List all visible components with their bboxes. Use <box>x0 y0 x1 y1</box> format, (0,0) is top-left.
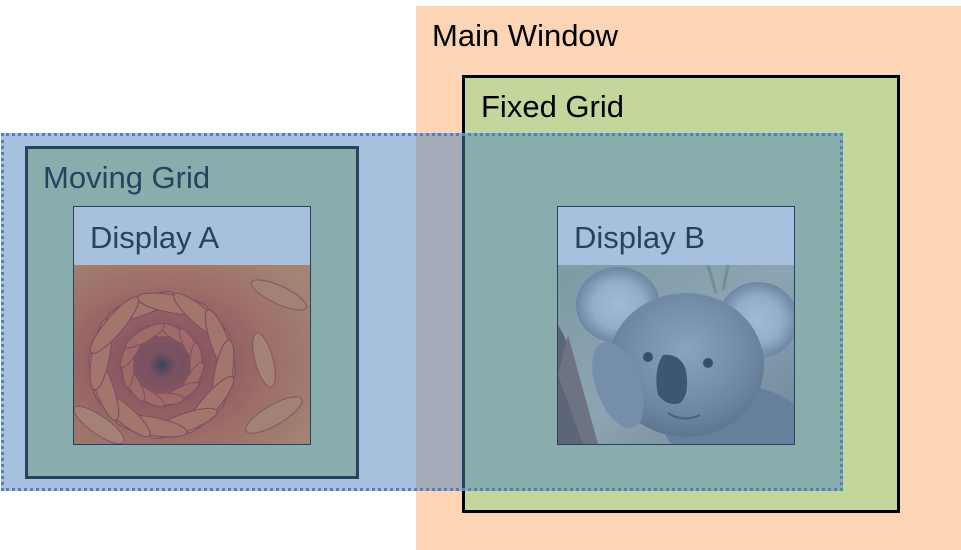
main-window-title: Main Window <box>432 18 619 53</box>
fixed-grid-title: Fixed Grid <box>481 89 624 124</box>
moving-grid-overlay <box>1 133 843 491</box>
